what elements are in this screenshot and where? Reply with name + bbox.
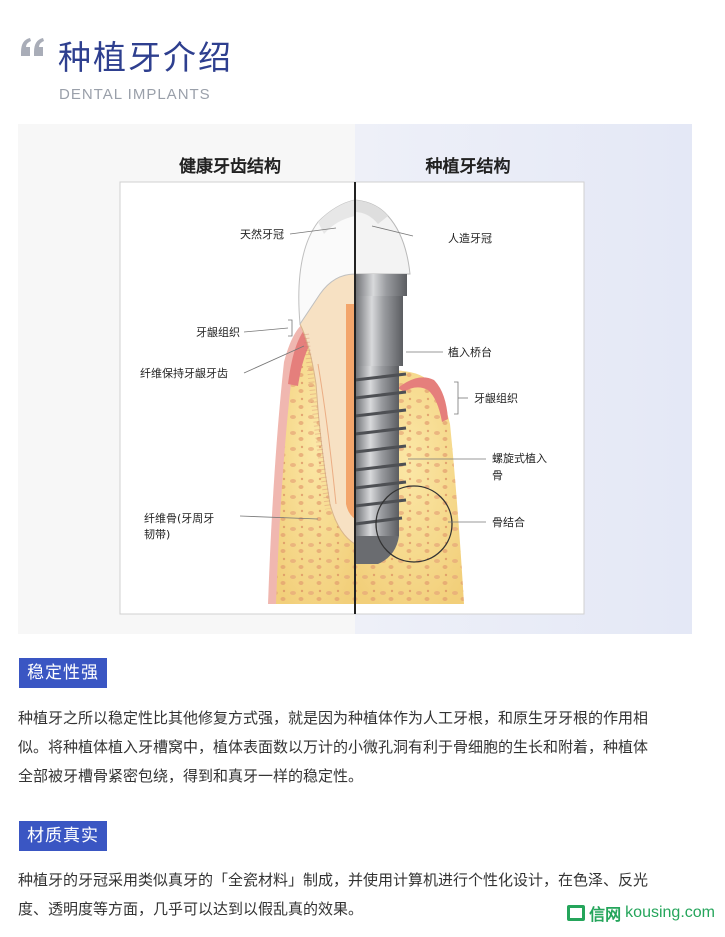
page-subtitle: DENTAL IMPLANTS (59, 86, 211, 103)
paragraph-line: 度、透明度等方面，几乎可以达到以假乱真的效果。 (18, 900, 364, 918)
label-gum-right: 牙龈组织 (474, 391, 518, 405)
label-ligament-line1: 纤维骨(牙周牙 (144, 512, 214, 525)
label-abutment: 植入桥台 (448, 345, 492, 359)
label-ligament-line2: 韧带) (144, 528, 170, 541)
label-artificial-crown: 人造牙冠 (448, 231, 492, 245)
label-gum-left: 牙龈组织 (196, 325, 240, 339)
paragraph-line: 种植牙的牙冠采用类似真牙的「全瓷材料」制成，并使用计算机进行个性化设计，在色泽、… (18, 871, 649, 889)
watermark-url: kousing.com (625, 904, 715, 921)
implant-comparison-diagram: 健康牙齿结构 种植牙结构 (18, 124, 692, 634)
watermark: 信网 kousing.com (567, 901, 715, 925)
right-diagram-title: 种植牙结构 (425, 156, 511, 177)
tag-stability: 稳定性强 (19, 658, 107, 688)
paragraph-line: 似。将种植体植入牙槽窝中，植体表面数以万计的小微孔洞有利于骨细胞的生长和附着，种… (18, 738, 649, 756)
paragraph-line: 种植牙之所以稳定性比其他修复方式强，就是因为种植体作为人工牙根，和原生牙牙根的作… (18, 709, 649, 727)
left-diagram-title: 健康牙齿结构 (179, 156, 281, 177)
label-osseointegration: 骨结合 (492, 515, 525, 529)
page-title: 种植牙介绍 (58, 38, 233, 77)
watermark-logo-icon (567, 905, 586, 921)
label-screw-line1: 螺旋式植入 (492, 451, 547, 465)
watermark-brand: 信网 (589, 905, 622, 924)
paragraph-material: 种植牙的牙冠采用类似真牙的「全瓷材料」制成，并使用计算机进行个性化设计，在色泽、… (18, 866, 698, 924)
paragraph-line: 全部被牙槽骨紧密包绕，得到和真牙一样的稳定性。 (18, 767, 364, 785)
label-natural-crown: 天然牙冠 (240, 227, 284, 241)
paragraph-stability: 种植牙之所以稳定性比其他修复方式强，就是因为种植体作为人工牙根，和原生牙牙根的作… (18, 704, 698, 791)
quote-icon (21, 38, 44, 56)
label-fiber: 纤维保持牙龈牙齿 (140, 366, 228, 380)
label-screw-line2: 骨 (492, 469, 503, 482)
tag-material: 材质真实 (19, 821, 107, 851)
